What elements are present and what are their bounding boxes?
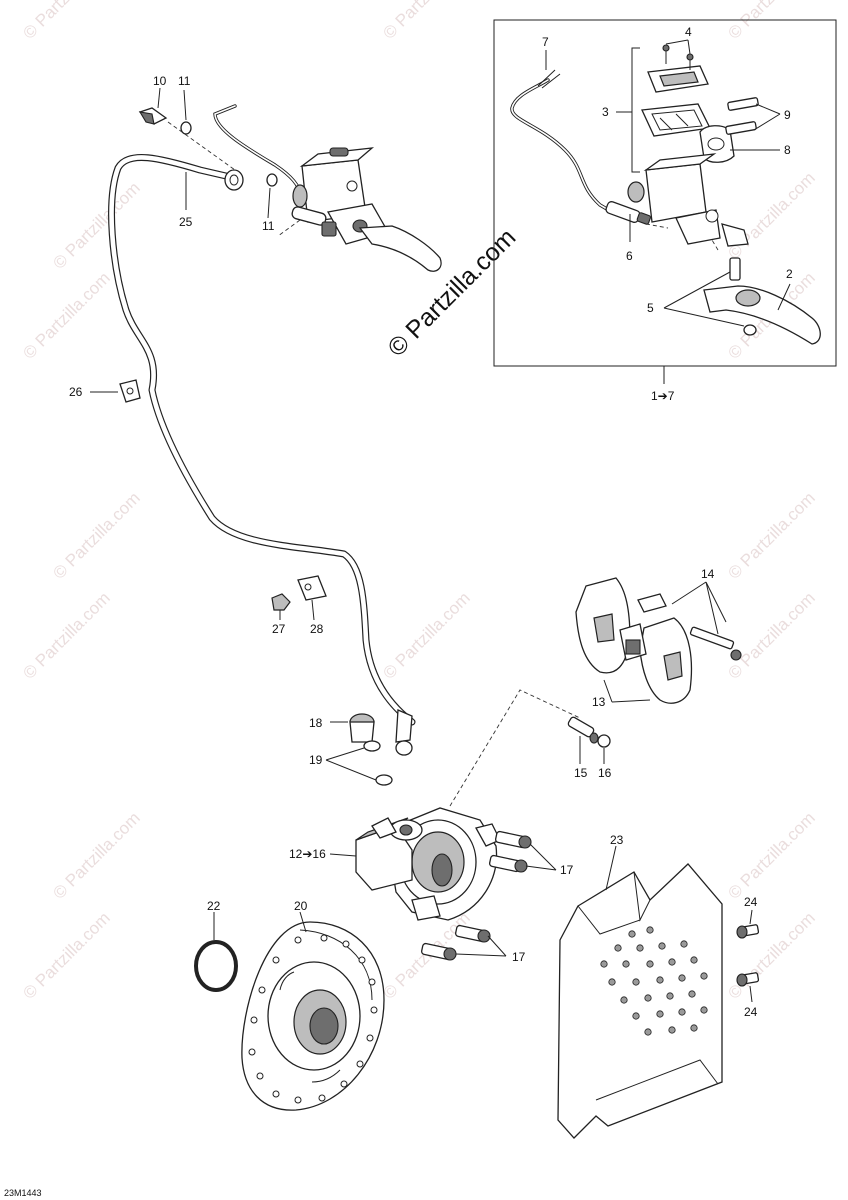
callout-label: 23	[610, 833, 624, 847]
watermark: © Partzilla.com	[19, 908, 113, 1002]
callout-label: 28	[310, 622, 324, 636]
callout-label: 19	[309, 753, 323, 767]
watermark: © Partzilla.com	[724, 0, 818, 43]
callout-label: 16	[598, 766, 612, 780]
main-master-cylinder	[213, 104, 442, 272]
hose-bracket-hardware	[271, 575, 327, 611]
callout-label: 3	[602, 105, 609, 119]
watermark: © Partzilla.com	[724, 908, 818, 1002]
guard-screws	[736, 924, 760, 987]
caliper-washer-lower	[375, 774, 393, 786]
watermark: © Partzilla.com	[19, 0, 113, 43]
inset-master-cylinder	[627, 153, 721, 245]
banjo-bolt	[138, 107, 168, 125]
brake-disc	[241, 921, 385, 1111]
callout-label: 22	[207, 899, 221, 913]
callout-label: 13	[592, 695, 606, 709]
watermark: © Partzilla.com	[49, 488, 143, 582]
watermark: © Partzilla.com	[724, 488, 818, 582]
callout-labels: 10 11 25 11 7 4 3 9 8 6 2 5 1➔7 26 27 28…	[69, 25, 793, 1019]
reservoir-cover	[647, 44, 709, 93]
inset-wire-harness	[510, 69, 614, 214]
callout-label: 20	[294, 899, 308, 913]
watermark: © Partzilla.com	[724, 808, 818, 902]
callout-label: 17	[560, 863, 574, 877]
callout-label: 8	[784, 143, 791, 157]
handlebar-clamp	[699, 125, 735, 163]
caliper-bolts-upper	[488, 830, 532, 873]
callout-label: 10	[153, 74, 167, 88]
sealing-washer-top	[180, 121, 192, 135]
callout-label: 11	[262, 219, 275, 233]
figure-code: 23M1443	[4, 1188, 42, 1198]
callout-label: 26	[69, 385, 83, 399]
callout-label: 14	[701, 567, 715, 581]
callout-label: 18	[309, 716, 323, 730]
guard-holes	[600, 926, 708, 1036]
bleeder-valve	[567, 716, 599, 744]
leader-lines	[90, 87, 753, 1003]
inset-leader-lines	[545, 39, 791, 384]
brake-pad-set	[575, 577, 742, 704]
watermark: © Partzilla.com	[724, 168, 818, 262]
caliper-bolts-lower	[420, 924, 491, 961]
watermark: © Partzilla.com	[49, 178, 143, 272]
callout-label: 2	[786, 267, 793, 281]
callout-label: 7	[542, 35, 549, 49]
lever-pivot-bolt	[729, 257, 741, 281]
caliper-washer-upper	[363, 740, 381, 752]
inset-brake-lever	[703, 285, 821, 345]
callout-label: 24	[744, 1005, 758, 1019]
brake-hose	[108, 153, 416, 756]
callout-label: 17	[512, 950, 526, 964]
alignment-line	[449, 689, 581, 807]
caliper-banjo-bolt	[349, 713, 375, 743]
watermark: © Partzilla.com	[379, 588, 473, 682]
o-ring	[194, 940, 238, 992]
inset-frame	[493, 19, 837, 367]
watermark: © Partzilla.com	[19, 268, 113, 362]
callout-label: 6	[626, 249, 633, 263]
hose-clip	[119, 379, 141, 403]
clamp-bolts	[725, 97, 759, 135]
watermark: © Partzilla.com	[19, 588, 113, 682]
callout-label: 25	[179, 215, 193, 229]
bleeder-cap	[597, 734, 611, 748]
callout-label: 24	[744, 895, 758, 909]
dust-boot	[721, 223, 749, 247]
watermark: © Partzilla.com	[49, 808, 143, 902]
watermark: © Partzilla.com	[379, 0, 473, 43]
callout-label: 1➔7	[651, 389, 675, 403]
callout-label: 4	[685, 25, 692, 39]
callout-label: 9	[784, 108, 791, 122]
watermark: © Partzilla.com	[724, 588, 818, 682]
callout-label: 15	[574, 766, 588, 780]
disc-holes	[248, 934, 378, 1104]
callout-label: 5	[647, 301, 654, 315]
watermark: © Partzilla.com	[379, 908, 473, 1002]
disc-guard	[557, 863, 723, 1139]
callout-label: 27	[272, 622, 286, 636]
callout-label: 12➔16	[289, 847, 326, 861]
brake-caliper	[355, 807, 501, 921]
callout-label: 11	[178, 74, 191, 88]
brake-light-switch	[605, 201, 651, 225]
sealing-washer-lower	[266, 173, 278, 187]
